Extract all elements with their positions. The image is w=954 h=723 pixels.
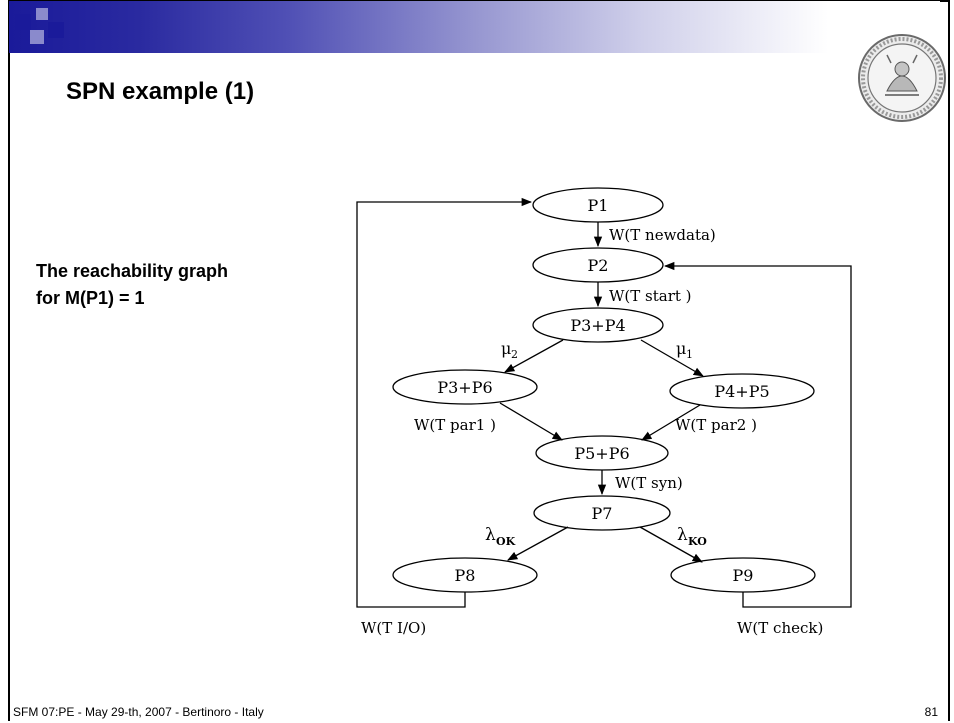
edge-p9-p2 <box>663 261 852 608</box>
page-number: 81 <box>924 705 938 719</box>
node-p5p6: P5+P6 <box>535 435 669 471</box>
edge-label-symbol: λ <box>677 525 688 545</box>
edge-label-subscript: 2 <box>511 348 518 361</box>
node-label: P2 <box>588 256 609 275</box>
edge-label-subscript: OK <box>496 535 516 548</box>
node-label: P7 <box>592 504 613 523</box>
edge-label-symbol: μ <box>676 339 686 358</box>
footer-text: SFM 07:PE - May 29-th, 2007 - Bertinoro … <box>13 705 264 719</box>
side-caption: The reachability graph for M(P1) = 1 <box>36 258 228 312</box>
node-p4p5: P4+P5 <box>669 373 815 409</box>
side-caption-line: for M(P1) = 1 <box>36 288 145 308</box>
node-label: P4+P5 <box>714 382 769 401</box>
edge-p3p4-p4p5 <box>640 339 704 377</box>
slide-title: SPN example (1) <box>66 78 255 105</box>
decor-square <box>36 8 48 20</box>
edge-label-subscript: KO <box>688 535 707 548</box>
decor-square <box>15 14 31 30</box>
decor-square <box>30 30 44 44</box>
edge-label: W(T start ) <box>609 287 692 305</box>
node-label: P1 <box>588 196 609 215</box>
edge-label: W(T I/O) <box>361 619 426 637</box>
node-label: P3+P6 <box>437 378 492 397</box>
node-p1: P1 <box>532 187 664 223</box>
edge-label: W(T check) <box>737 619 823 637</box>
node-p3p6: P3+P6 <box>392 369 538 405</box>
edge-label-subscript: 1 <box>686 348 693 361</box>
node-p2: P2 <box>532 247 664 283</box>
edge-p7-p9 <box>639 526 703 563</box>
node-label: P3+P4 <box>570 316 625 335</box>
node-p7: P7 <box>533 495 671 531</box>
edge-p7-p8 <box>507 526 569 561</box>
edge-label: W(T par2 ) <box>675 416 757 434</box>
edge-label: W(T par1 ) <box>414 416 496 434</box>
side-caption-line: The reachability graph <box>36 261 229 281</box>
node-label: P8 <box>455 566 476 585</box>
edge-p3p4-p3p6 <box>504 339 564 373</box>
edge-p8-p1 <box>356 197 533 608</box>
edge-label-symbol: λ <box>485 525 496 545</box>
edge-label-symbol: μ <box>501 339 511 358</box>
edge-label: W(T syn) <box>615 474 683 492</box>
node-p8: P8 <box>392 557 538 593</box>
node-p3p4: P3+P4 <box>532 307 664 343</box>
node-label: P9 <box>733 566 754 585</box>
edge-p4p5-p5p6 <box>641 404 701 441</box>
university-seal-logo <box>858 34 946 122</box>
header-gradient-bar <box>9 1 940 53</box>
node-p9: P9 <box>670 557 816 593</box>
node-label: P5+P6 <box>574 444 629 463</box>
edge-p3p6-p5p6 <box>499 402 563 441</box>
decor-square <box>48 22 64 38</box>
edge-label: W(T newdata) <box>609 226 716 244</box>
